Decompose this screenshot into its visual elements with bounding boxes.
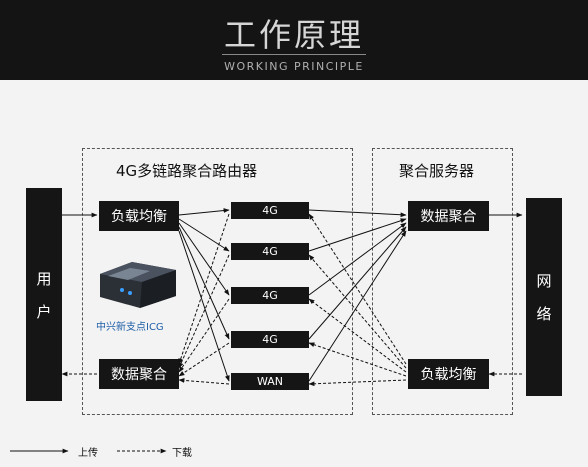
user-label-line1: 用: [36, 269, 52, 288]
server-data-aggregation-block: 数据聚合: [408, 201, 489, 231]
page-subtitle: WORKING PRINCIPLE: [224, 60, 364, 73]
router-load-balance-block: 负载均衡: [99, 201, 179, 231]
server-region: [372, 148, 513, 415]
server-load-balance-block: 负载均衡: [408, 359, 489, 389]
title-divider: [222, 54, 366, 55]
legend-upload-label: 上传: [78, 448, 98, 459]
network-label-line1: 网: [536, 272, 552, 290]
server-region-label: 聚合服务器: [399, 162, 475, 180]
network-label-line2: 络: [536, 305, 552, 323]
user-label-line2: 户: [36, 302, 52, 321]
page-title: 工作原理: [223, 16, 364, 54]
router-region: [82, 148, 353, 415]
router-data-aggregation-block: 数据聚合: [99, 359, 179, 389]
link-wan: WAN: [231, 373, 309, 390]
link-4g-4: 4G: [231, 331, 309, 348]
legend-download-label: 下载: [172, 448, 192, 459]
header-banner: 工作原理 WORKING PRINCIPLE: [0, 0, 588, 80]
router-region-label: 4G多链路聚合路由器: [116, 162, 258, 180]
link-4g-3: 4G: [231, 287, 309, 304]
router-device-caption: 中兴新支点ICG: [96, 322, 164, 333]
link-4g-1: 4G: [231, 202, 309, 219]
link-4g-2: 4G: [231, 243, 309, 260]
network-block: 网 络: [526, 198, 562, 396]
user-block: 用 户: [26, 188, 62, 401]
